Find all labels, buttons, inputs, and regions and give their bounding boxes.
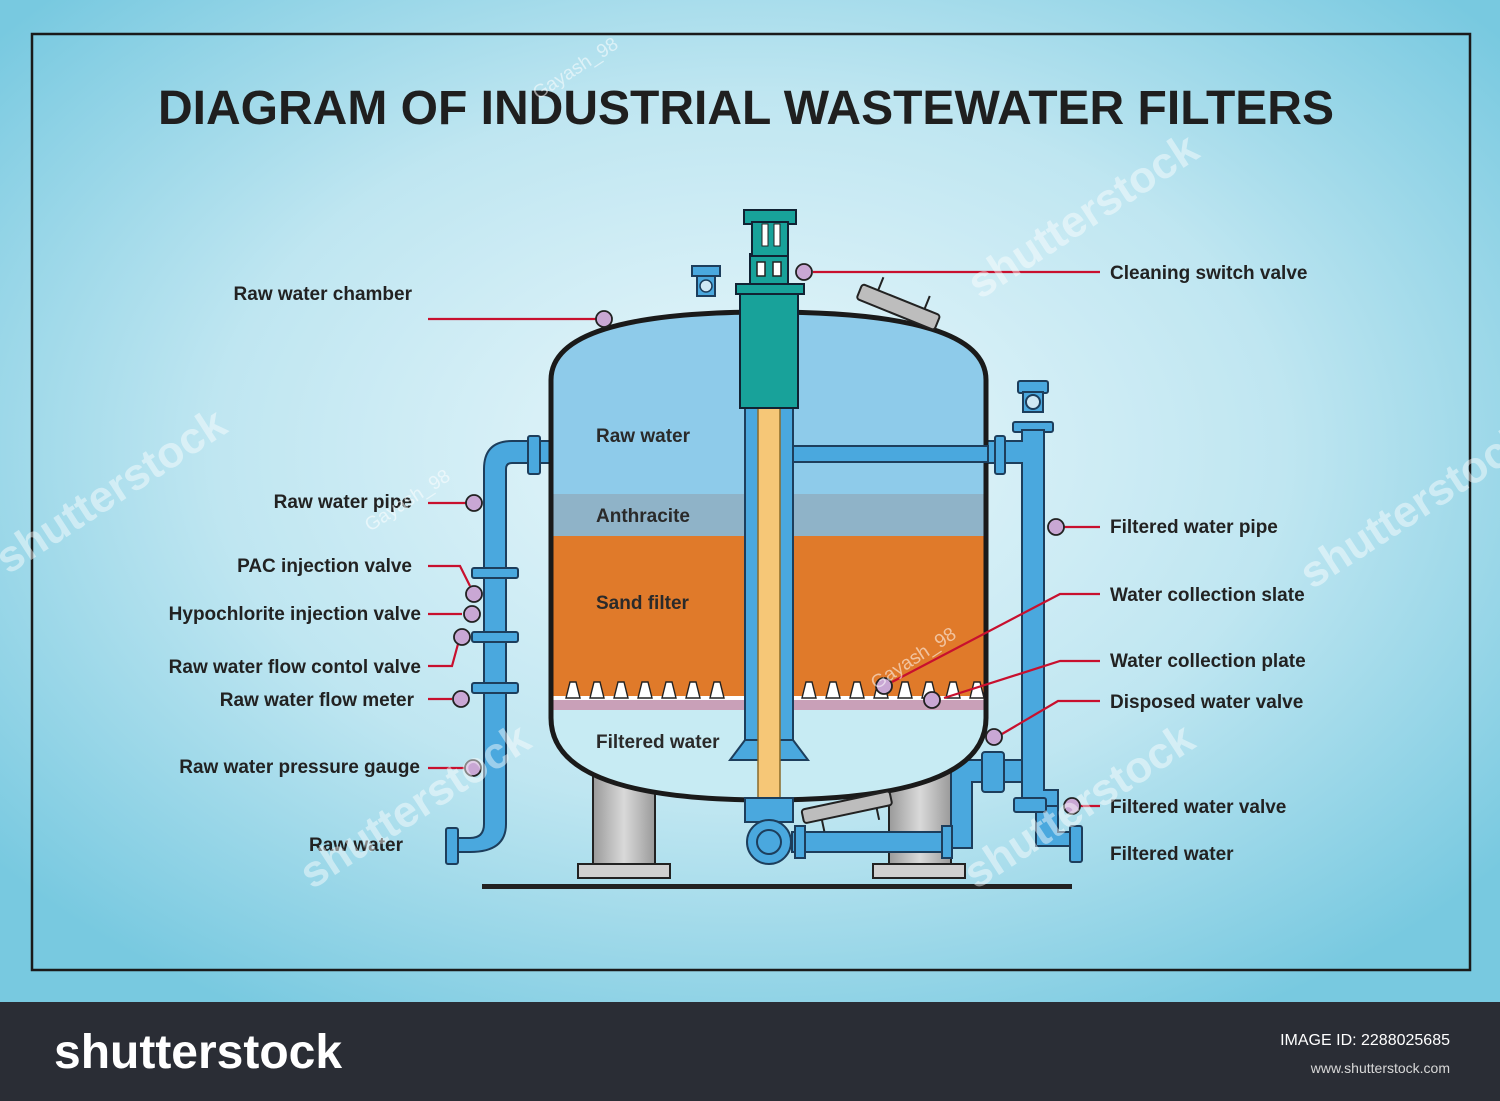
footer-image-id: IMAGE ID: 2288025685 <box>1280 1032 1450 1049</box>
label-hypochlorite-injection-valve: Hypochlorite injection valve <box>169 604 421 625</box>
strainer-nozzle <box>709 681 725 699</box>
left-labels: Raw water chamber Raw water pipe PAC inj… <box>169 284 421 856</box>
footer-brand: shutterstock <box>54 1026 342 1079</box>
strainer-nozzle <box>637 681 653 699</box>
footer-bar <box>0 1002 1500 1101</box>
label-filtered-water-zone: Filtered water <box>596 732 720 753</box>
footer-url: www.shutterstock.com <box>1310 1060 1450 1076</box>
inner-labels: Raw water Anthracite Sand filter Filtere… <box>596 426 720 753</box>
label-filtered-water-outlet: Filtered water <box>1110 844 1234 865</box>
raw-water-pipe-assembly <box>445 435 554 865</box>
label-cleaning-switch-valve: Cleaning switch valve <box>1110 263 1307 284</box>
right-labels: Cleaning switch valve Filtered water pip… <box>1110 263 1307 865</box>
label-anthracite: Anthracite <box>596 506 690 527</box>
strainer-nozzle <box>661 681 677 699</box>
leader-lines <box>428 270 1100 808</box>
label-raw-water-chamber: Raw water chamber <box>234 284 413 305</box>
label-sand-filter: Sand filter <box>596 593 690 614</box>
page-title: DIAGRAM OF INDUSTRIAL WASTEWATER FILTERS <box>158 82 1334 135</box>
label-raw-water-flow-control-valve: Raw water flow contol valve <box>169 657 421 678</box>
label-water-collection-plate: Water collection plate <box>1110 651 1306 672</box>
label-disposed-water-valve: Disposed water valve <box>1110 692 1303 713</box>
label-raw-water-pipe: Raw water pipe <box>274 492 412 513</box>
strainer-nozzle <box>849 681 865 699</box>
frame-border <box>30 32 1472 972</box>
ground-line <box>482 884 1072 889</box>
marker-dots <box>452 263 1081 815</box>
label-raw-water-inlet: Raw water <box>309 835 404 856</box>
label-raw-water-flow-meter: Raw water flow meter <box>220 690 415 711</box>
label-raw-water-zone: Raw water <box>596 426 691 447</box>
strainer-nozzle <box>685 681 701 699</box>
strainer-nozzle <box>897 681 913 699</box>
strainer-nozzle <box>565 681 581 699</box>
strainer-nozzle <box>589 681 605 699</box>
label-filtered-water-pipe: Filtered water pipe <box>1110 517 1278 538</box>
strainer-nozzles <box>565 681 985 699</box>
label-pac-injection-valve: PAC injection valve <box>237 556 412 577</box>
filter-tank <box>548 209 989 865</box>
label-raw-water-pressure-gauge: Raw water pressure gauge <box>179 757 420 778</box>
strainer-nozzle <box>801 681 817 699</box>
strainer-nozzle <box>613 681 629 699</box>
strainer-nozzle <box>825 681 841 699</box>
label-filtered-water-valve: Filtered water valve <box>1110 797 1286 818</box>
label-water-collection-slate: Water collection slate <box>1110 585 1305 606</box>
